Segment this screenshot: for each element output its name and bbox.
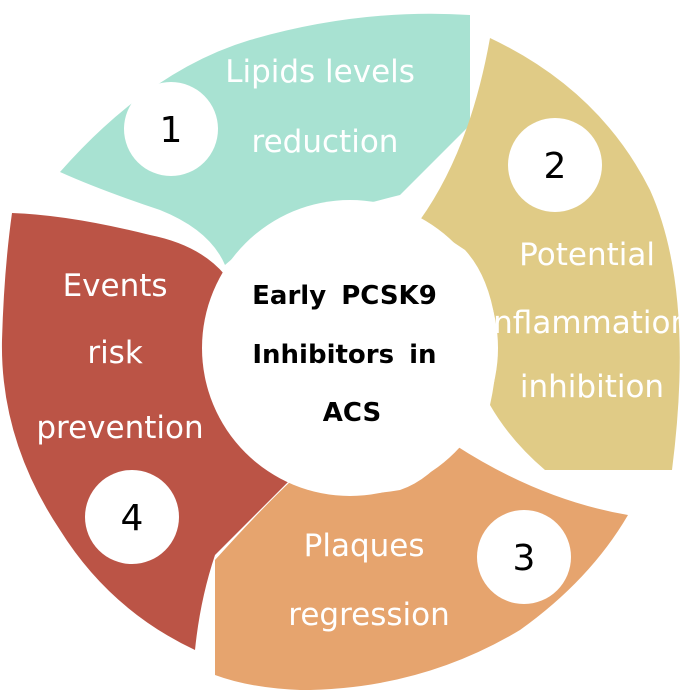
center-circle [202,200,498,496]
segment-3-shape [215,445,628,690]
segment-3: 3 Plaques regression [215,445,628,690]
segment-1-number: 1 [160,110,183,151]
segment-3-number: 3 [513,538,536,579]
center-label: Early PCSK9 Inhibitors in ACS [252,281,452,428]
segment-4-number: 4 [121,498,144,539]
segment-2: 2 Potential Inflammation inhibition [420,38,700,470]
segment-2-label: Potential Inflammation inhibition [484,237,700,405]
segment-2-number: 2 [544,146,567,187]
center-hub: Early PCSK9 Inhibitors in ACS [202,200,498,496]
segment-2-shape [420,38,680,470]
segment-4-label: Events risk prevention [36,268,203,446]
segment-3-label: Plaques regression [288,528,449,633]
segment-4-number-circle [85,470,179,564]
segment-1-number-circle [124,82,218,176]
segment-4-shape [1,213,292,650]
segment-4: 4 Events risk prevention [1,213,292,650]
segment-3-number-circle [477,510,571,604]
segment-2-number-circle [508,118,602,212]
segment-1-label: Lipids levels reduction [225,54,425,160]
